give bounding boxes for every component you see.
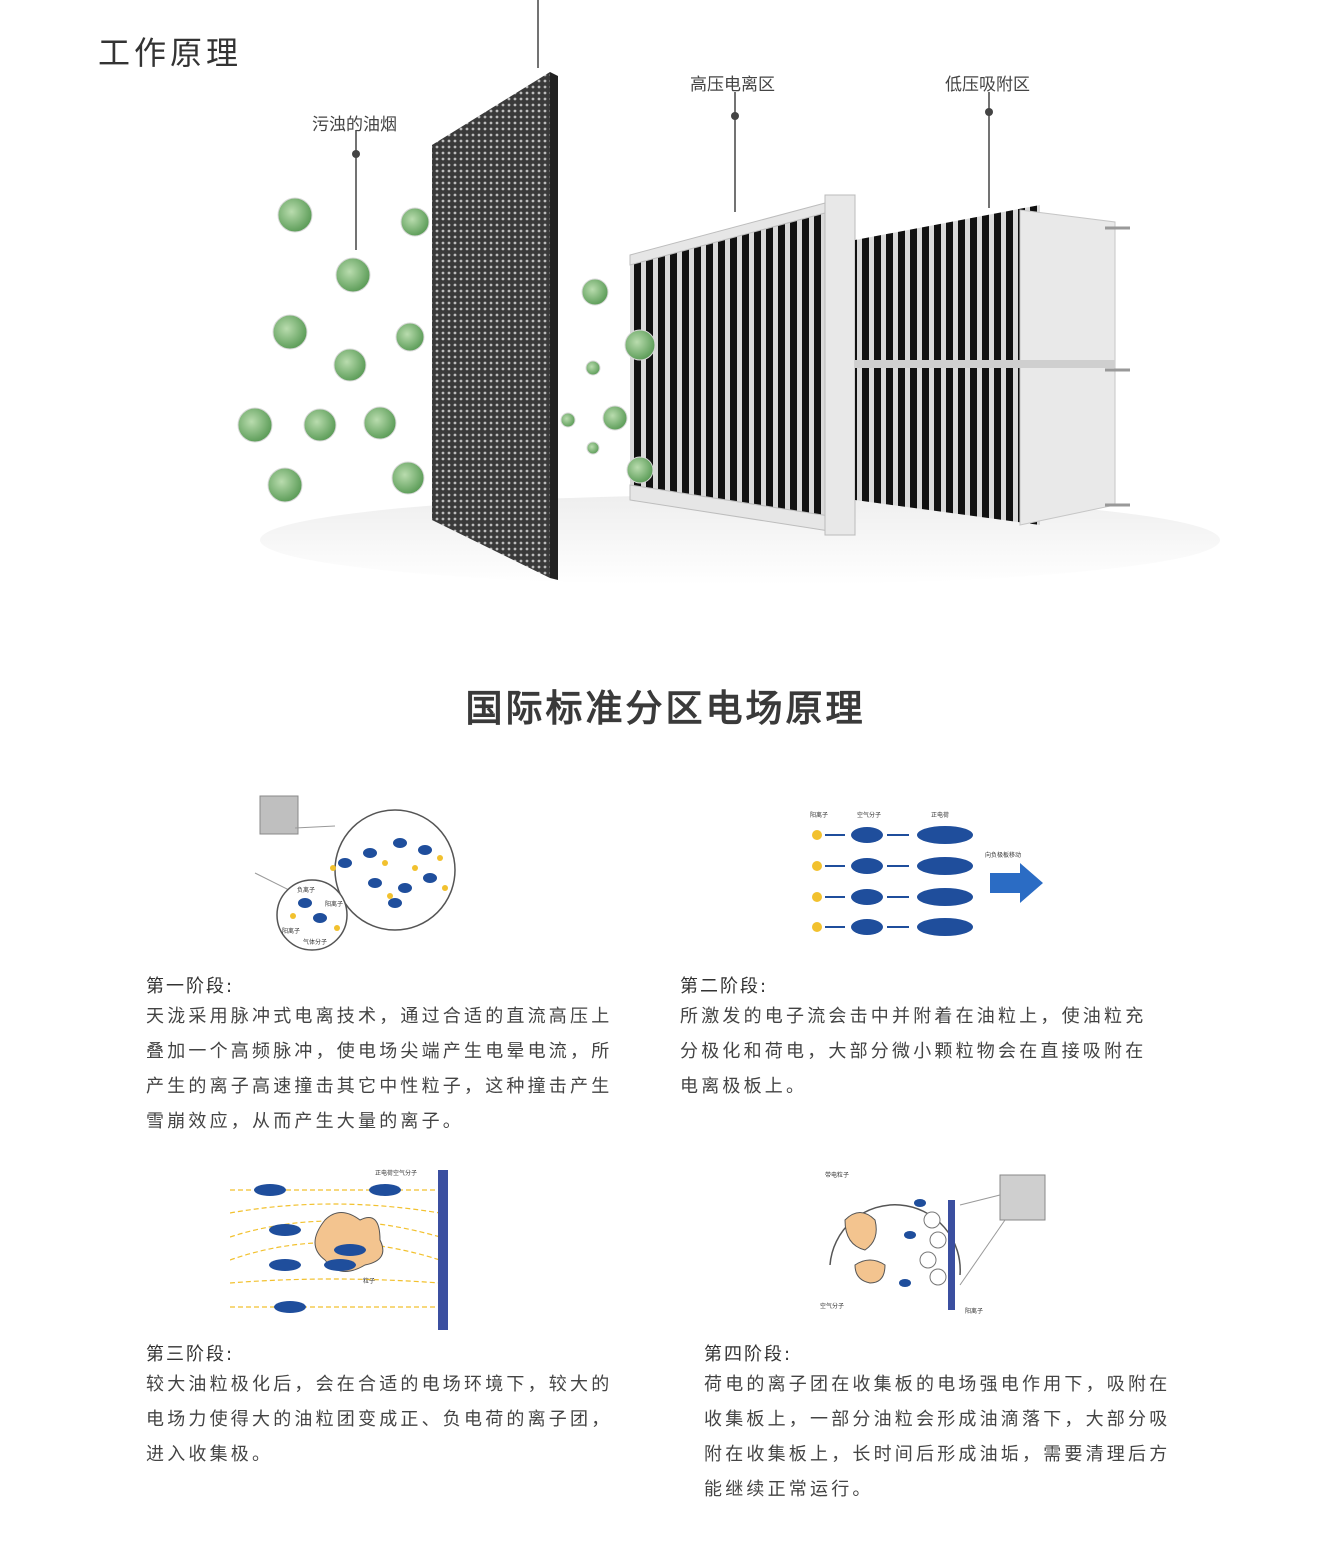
- label-positive-ion-a: 阳离子: [325, 900, 343, 908]
- stage-1-text: 天泷采用脉冲式电离技术，通过合适的直流高压上 叠加一个高频脉冲，使电场尖端产生电…: [146, 1006, 613, 1132]
- collector-plate: [438, 1170, 448, 1330]
- stage-4-title: 第四阶段:: [704, 1344, 793, 1365]
- collector-thumbnail: [999, 1174, 1046, 1221]
- mesh-filter-panel: [432, 72, 550, 578]
- label-charged-particle: 带电粒子: [825, 1171, 849, 1179]
- label-positive-ion-b: 阳离子: [282, 927, 300, 935]
- label-gas-molecule: 气体分子: [303, 938, 327, 946]
- stage-2-diagram: 阳离子 空气分子 正电荷 向负极板移动: [805, 805, 1050, 940]
- ionizer-thumbnail: [259, 795, 299, 835]
- label-air-molecule: 空气分子: [820, 1302, 844, 1310]
- oil-smoke-particles: [237, 197, 656, 503]
- section-title: 工作原理: [98, 34, 243, 72]
- label-positive-charge: 正电荷: [931, 811, 949, 819]
- stage-2-text: 所激发的电子流会击中并附着在油粒上，使油粒充 分极化和荷电，大部分微小颗粒物会在…: [680, 1006, 1147, 1097]
- high-voltage-module: [629, 194, 856, 536]
- label-negative-ion: 负离子: [297, 886, 315, 894]
- purifier-illustration: [237, 0, 1220, 585]
- stage-4-diagram: 带电粒子 空气分子 阳离子: [820, 1165, 1060, 1320]
- label-particle: 粒子: [363, 1277, 375, 1285]
- hero-illustration: [200, 0, 1220, 600]
- stage-3-text: 较大油粒极化后，会在合适的电场环境下，较大的 电场力使得大的油粒团变成正、负电荷…: [146, 1374, 613, 1465]
- low-voltage-module: [855, 205, 1130, 526]
- stage-3-title: 第三阶段:: [146, 1344, 235, 1365]
- label-oil-smoke: 污浊的油烟: [312, 115, 397, 135]
- stage-2-title: 第二阶段:: [680, 976, 769, 997]
- label-high-voltage-zone: 高压电离区: [690, 75, 775, 95]
- arrow-right-icon: [990, 863, 1043, 903]
- label-low-voltage-zone: 低压吸附区: [945, 75, 1030, 95]
- oil-particle-cluster: [314, 1212, 384, 1272]
- stage-1-diagram: 负离子 阳离子 阳离子 气体分子: [245, 788, 465, 958]
- label-move-to-negative-plate: 向负极板移动: [985, 851, 1021, 859]
- label-air-molecule: 空气分子: [857, 811, 881, 819]
- stage-1-title: 第一阶段:: [146, 976, 235, 997]
- label-positive-ion: 阳离子: [810, 811, 828, 819]
- label-positive-air-molecule: 正电荷空气分子: [375, 1169, 417, 1177]
- stage-3-diagram: 正电荷空气分子 粒子: [229, 1165, 452, 1333]
- principle-heading: 国际标准分区电场原理: [465, 687, 866, 730]
- stage-4-text: 荷电的离子团在收集板的电场强电作用下，吸附在 收集板上，一部分油粒会形成油滴落下…: [704, 1374, 1171, 1500]
- label-positive-ion: 阳离子: [965, 1307, 983, 1315]
